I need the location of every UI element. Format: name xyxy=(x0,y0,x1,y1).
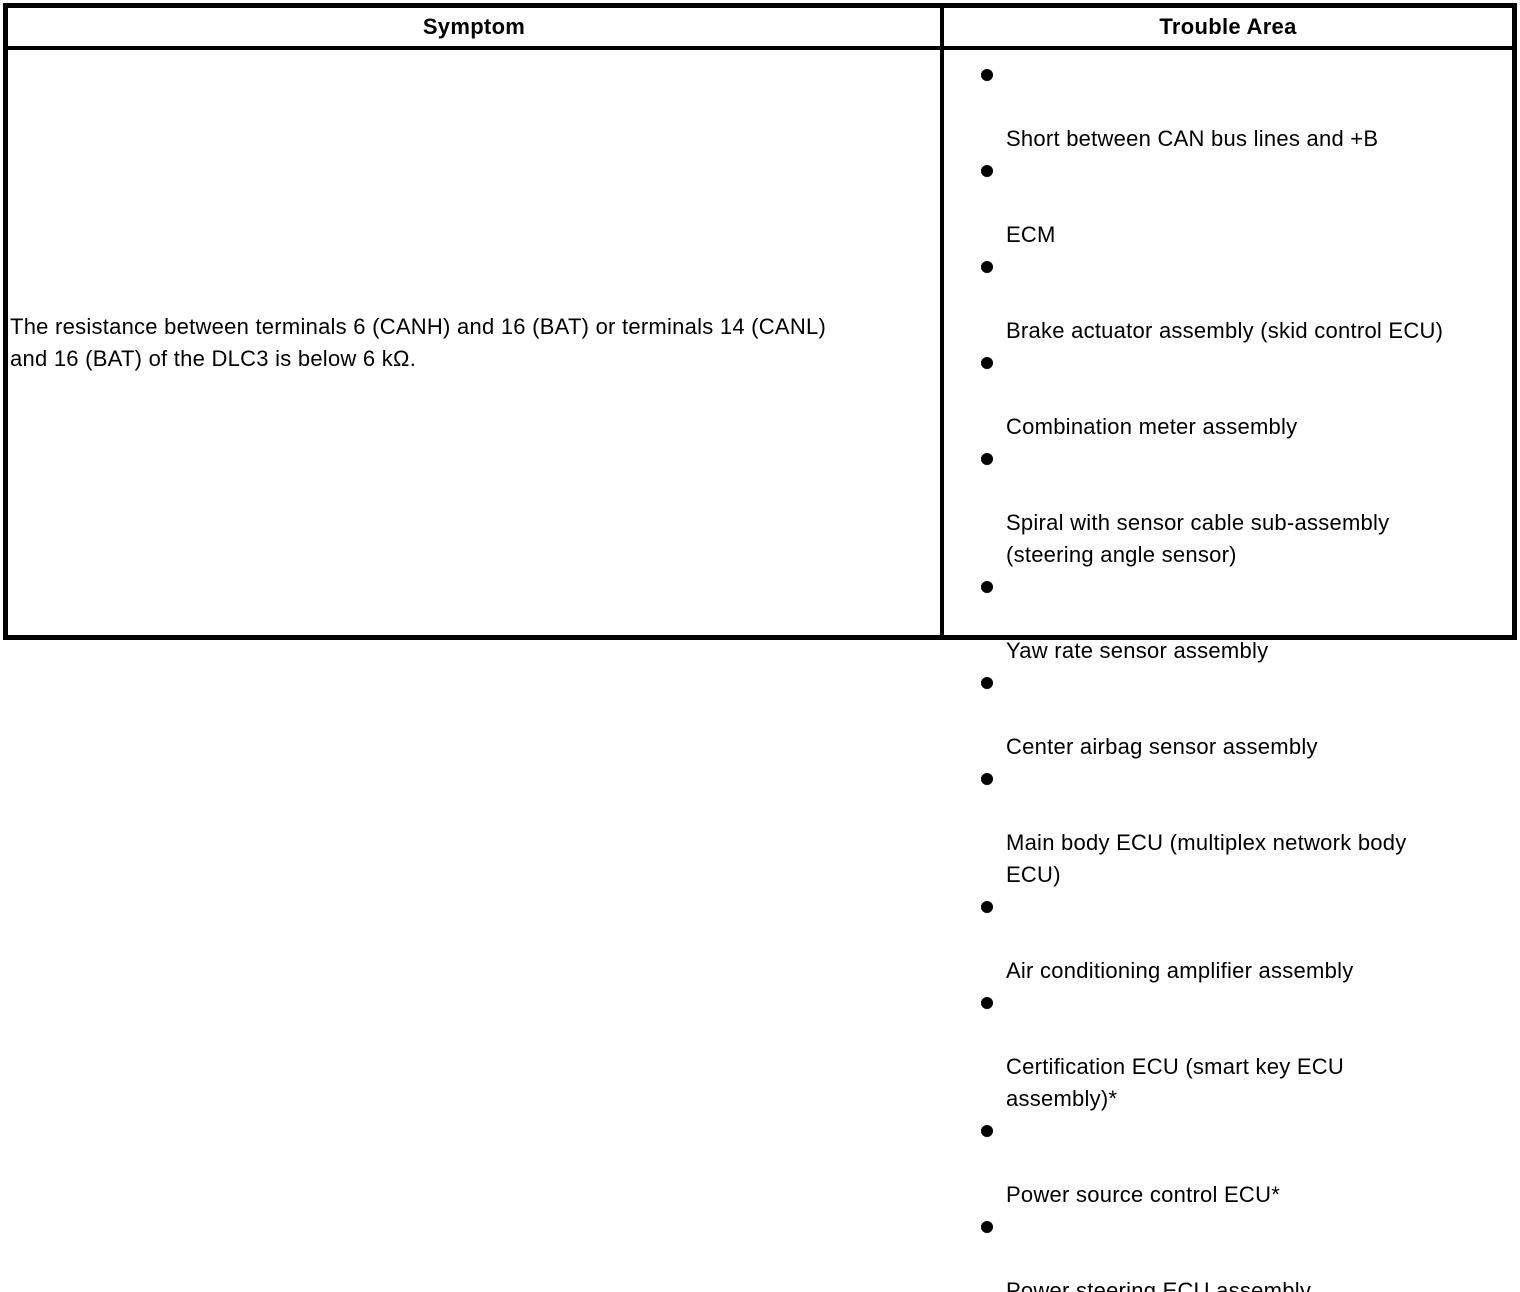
bullet-icon xyxy=(981,677,993,689)
trouble-area-item: Certification ECU (smart key ECU assembl… xyxy=(944,987,1512,1115)
table-body-row: The resistance between terminals 6 (CANH… xyxy=(8,50,1512,1292)
symptom-text: The resistance between terminals 6 (CANH… xyxy=(10,313,827,371)
trouble-area-item: Air conditioning amplifier assembly xyxy=(944,891,1512,987)
trouble-area-item-label: Short between CAN bus lines and +B xyxy=(1006,126,1379,151)
bullet-icon xyxy=(981,453,993,465)
symptom-trouble-area-table: Symptom Trouble Area The resistance betw… xyxy=(3,3,1517,1292)
table-header-row: Symptom Trouble Area xyxy=(8,8,1512,50)
trouble-area-item: Combination meter assembly xyxy=(944,347,1512,443)
trouble-area-item: Power steering ECU assembly xyxy=(944,1211,1512,1292)
trouble-area-item: Center airbag sensor assembly xyxy=(944,667,1512,763)
trouble-area-item-label: Yaw rate sensor assembly xyxy=(1006,638,1269,663)
trouble-area-item-label: Center airbag sensor assembly xyxy=(1006,734,1318,759)
bullet-icon xyxy=(981,1125,993,1137)
bullet-icon xyxy=(981,261,993,273)
trouble-area-item: Short between CAN bus lines and +B xyxy=(944,59,1512,155)
trouble-area-header-label: Trouble Area xyxy=(1159,14,1297,39)
symptom-column-header: Symptom xyxy=(8,8,944,46)
bullet-icon xyxy=(981,581,993,593)
bullet-icon xyxy=(981,773,993,785)
trouble-area-column-header: Trouble Area xyxy=(944,8,1512,46)
trouble-area-item-label: Air conditioning amplifier assembly xyxy=(1006,958,1354,983)
symptom-cell: The resistance between terminals 6 (CANH… xyxy=(8,50,944,635)
trouble-area-list: Short between CAN bus lines and +B ECM B… xyxy=(944,59,1512,1292)
trouble-area-item-label: Brake actuator assembly (skid control EC… xyxy=(1006,318,1444,343)
bullet-icon xyxy=(981,165,993,177)
bullet-icon xyxy=(981,69,993,81)
symptom-header-label: Symptom xyxy=(422,14,526,39)
trouble-area-item: Brake actuator assembly (skid control EC… xyxy=(944,251,1512,347)
trouble-area-item-label: Combination meter assembly xyxy=(1006,414,1298,439)
trouble-area-item: Power source control ECU* xyxy=(944,1115,1512,1211)
bullet-icon xyxy=(981,997,993,1009)
trouble-area-item-label: Spiral with sensor cable sub-assembly (s… xyxy=(1006,510,1390,567)
bullet-icon xyxy=(981,357,993,369)
trouble-area-item: ECM xyxy=(944,155,1512,251)
trouble-area-item: Yaw rate sensor assembly xyxy=(944,571,1512,667)
trouble-area-item: Spiral with sensor cable sub-assembly (s… xyxy=(944,443,1512,571)
bullet-icon xyxy=(981,901,993,913)
trouble-area-item-label: ECM xyxy=(1006,222,1056,247)
trouble-area-item-label: Power source control ECU* xyxy=(1006,1182,1281,1207)
trouble-area-item-label: Main body ECU (multiplex network body EC… xyxy=(1006,830,1407,887)
trouble-area-item: Main body ECU (multiplex network body EC… xyxy=(944,763,1512,891)
trouble-area-cell: Short between CAN bus lines and +B ECM B… xyxy=(944,50,1512,1292)
bullet-icon xyxy=(981,1221,993,1233)
trouble-area-item-label: Power steering ECU assembly xyxy=(1006,1278,1312,1292)
trouble-area-item-label: Certification ECU (smart key ECU assembl… xyxy=(1006,1054,1345,1111)
